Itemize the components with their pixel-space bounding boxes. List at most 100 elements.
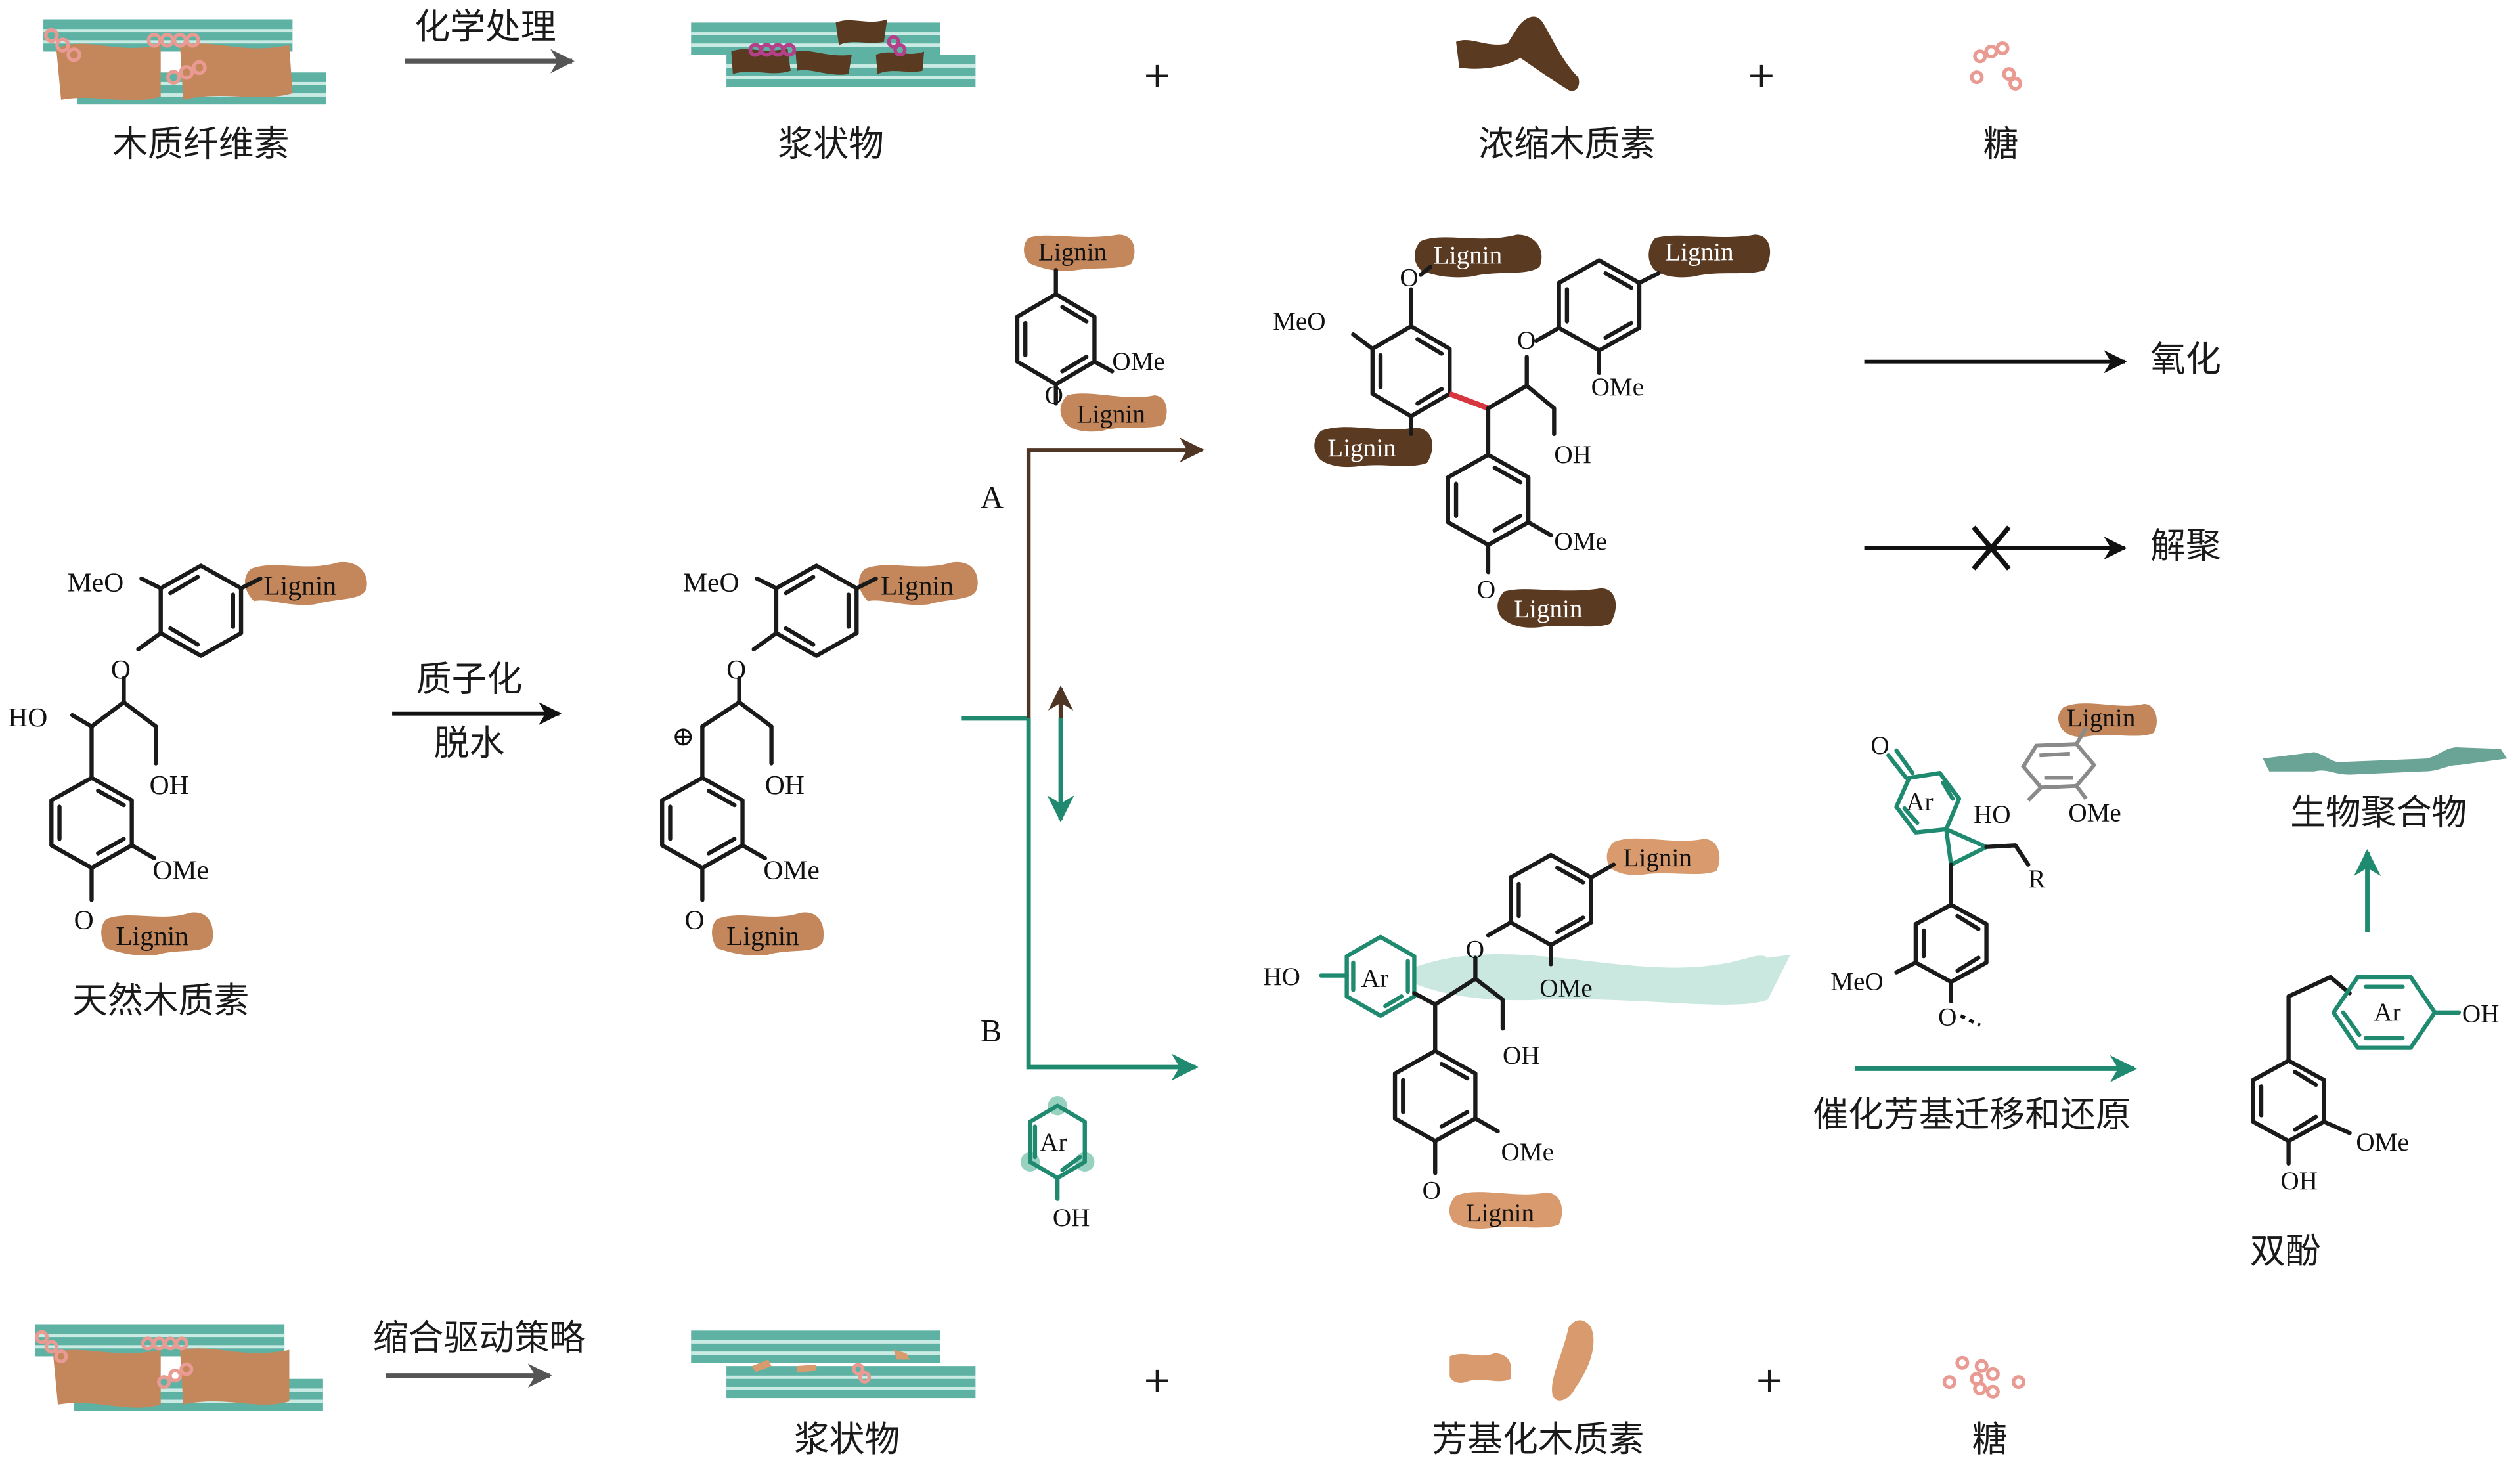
- aryl-label: Ar: [2374, 998, 2400, 1026]
- group-label: O: [1400, 264, 1418, 292]
- group-label: MeO: [683, 567, 739, 598]
- plus-sign: +: [1746, 54, 1776, 95]
- lignocellulose-graphic: [43, 19, 326, 105]
- plus-sign: +: [1142, 1359, 1172, 1400]
- pulp-graphic-top: [691, 19, 976, 87]
- group-label: O: [1423, 1177, 1441, 1205]
- pathway-B-arrow: [1026, 718, 1199, 1081]
- group-label: OMe: [2356, 1128, 2408, 1156]
- bisphenol-structure: Ar OH OMe OH: [2251, 975, 2500, 1195]
- lignin-tag: Lignin: [1434, 241, 1502, 269]
- group-label: OMe: [763, 855, 819, 885]
- pathway-B-label: B: [981, 1013, 1002, 1049]
- pulp-label-bottom: 浆状物: [794, 1418, 900, 1460]
- group-label: OH: [1053, 1204, 1090, 1232]
- group-label: OMe: [152, 855, 208, 885]
- group-label: OH: [1503, 1041, 1540, 1070]
- condensed-lignin-graphic: [1456, 16, 1580, 91]
- pathway-branch: A B: [961, 437, 1205, 1081]
- group-label: OMe: [2068, 799, 2121, 827]
- lignin-tag: Lignin: [881, 571, 954, 601]
- lignocellulose-label: 木质纤维素: [112, 123, 289, 165]
- biopolymer-label: 生物聚合物: [2290, 791, 2467, 833]
- group-label: HO: [1974, 800, 2011, 829]
- biopolymer-graphic: [2263, 747, 2508, 775]
- group-label: OH: [2462, 999, 2500, 1028]
- group-label: O: [684, 905, 704, 935]
- chemical-treatment-label: 化学处理: [414, 6, 556, 47]
- top-row: 木质纤维素 化学处理 浆状物 + 浓缩木质素 + 糖: [43, 6, 2023, 165]
- group-label: O: [1870, 732, 1889, 760]
- aryl-label: Ar: [1361, 965, 1388, 993]
- pulp-graphic-bottom: [691, 1330, 976, 1399]
- arylated-lignin-graphic: [1449, 1320, 1594, 1401]
- lignin-tag: Lignin: [1624, 844, 1692, 872]
- group-label: OMe: [1591, 373, 1644, 401]
- pathway-A-reagent: Lignin OMe O Lignin: [1015, 234, 1167, 432]
- aryl-label: Ar: [1906, 787, 1933, 816]
- group-label: R: [2028, 865, 2046, 893]
- group-label: O: [74, 905, 94, 935]
- oxidation-label: 氧化: [2150, 338, 2221, 380]
- group-label: OH: [765, 770, 805, 800]
- lignin-tag: Lignin: [263, 571, 336, 601]
- group-label: O: [726, 654, 746, 684]
- group-label: O: [1938, 1003, 1956, 1031]
- aryl-label: Ar: [1040, 1128, 1067, 1156]
- group-label: O: [1517, 326, 1536, 355]
- group-label: HO: [8, 702, 47, 732]
- lignin-tag: Lignin: [2067, 704, 2135, 732]
- lignin-tag: Lignin: [1466, 1199, 1534, 1227]
- lignin-tag: Lignin: [1077, 401, 1145, 429]
- lignin-tag: Lignin: [726, 921, 799, 951]
- lignin-tag: Lignin: [116, 921, 188, 951]
- plus-sign: +: [1755, 1359, 1784, 1400]
- pathway-A-label: A: [981, 479, 1004, 515]
- group-label: O: [1045, 381, 1063, 409]
- pathway-B-reagent: Ar OH: [1020, 1096, 1095, 1232]
- carbocation-charge: ⊕: [672, 722, 695, 752]
- carbocation-intermediate: ⊕ MeO Lignin O OH OMe O Lignin: [660, 561, 978, 956]
- lignin-tag: Lignin: [1665, 238, 1733, 267]
- group-label: OH: [2280, 1167, 2318, 1195]
- migration-swoosh-arrow: [1414, 954, 1791, 1005]
- group-label: OH: [1554, 441, 1591, 469]
- group-label: O: [111, 654, 131, 684]
- group-label: OMe: [1554, 527, 1606, 556]
- depolymerization-label: 解聚: [2150, 525, 2221, 566]
- group-label: MeO: [68, 567, 123, 598]
- pulp-label-top: 浆状物: [778, 123, 884, 165]
- sugar-label-top: 糖: [1983, 123, 2019, 165]
- native-lignin-caption: 天然木质素: [72, 980, 249, 1021]
- bottom-row: 缩合驱动策略 浆状物 + 芳基化木质素 + 糖: [35, 1317, 2026, 1460]
- group-label: O: [1477, 575, 1495, 603]
- lignin-tag: Lignin: [1514, 595, 1582, 623]
- lignin-tag: Lignin: [1327, 434, 1396, 462]
- group-label: OMe: [1112, 347, 1164, 376]
- condensed-lignin-label: 浓缩木质素: [1478, 123, 1655, 165]
- group-label: O: [1466, 936, 1484, 964]
- group-label: OH: [150, 770, 189, 800]
- condensed-lignin-structure: Lignin O MeO Lignin O OMe OH Lignin OMe …: [1273, 234, 1771, 628]
- sugar-label-bottom: 糖: [1972, 1418, 2008, 1460]
- lignin-tag: Lignin: [1038, 238, 1107, 267]
- plus-sign: +: [1142, 54, 1172, 95]
- arylated-lignin-label: 芳基化木质素: [1432, 1418, 1644, 1460]
- protonation-label: 质子化: [416, 658, 523, 699]
- catalytic-arylation-label: 催化芳基迁移和还原: [1813, 1094, 2131, 1135]
- native-lignin-structure: MeO Lignin O HO OH OMe O Lignin: [8, 561, 367, 956]
- sugar-chain: [44, 28, 207, 85]
- spiro-intermediate-structure: O Ar Lignin HO OMe R MeO O: [1830, 703, 2157, 1031]
- sugar-graphic-top: [1970, 41, 2023, 91]
- bisphenol-caption: 双酚: [2250, 1231, 2321, 1272]
- pathway-A-arrow: [1026, 437, 1205, 718]
- sugar-graphic-bottom: [1942, 1355, 2026, 1399]
- lignocellulose-graphic-bottom: [35, 1324, 323, 1411]
- dehydration-label: 脱水: [434, 722, 505, 764]
- condensation-strategy-label: 缩合驱动策略: [373, 1317, 585, 1359]
- group-label: MeO: [1273, 307, 1325, 336]
- arylated-lignin-structure: HO Ar O Lignin OMe OH OMe O Lignin: [1263, 838, 1791, 1229]
- group-label: OMe: [1539, 974, 1592, 1002]
